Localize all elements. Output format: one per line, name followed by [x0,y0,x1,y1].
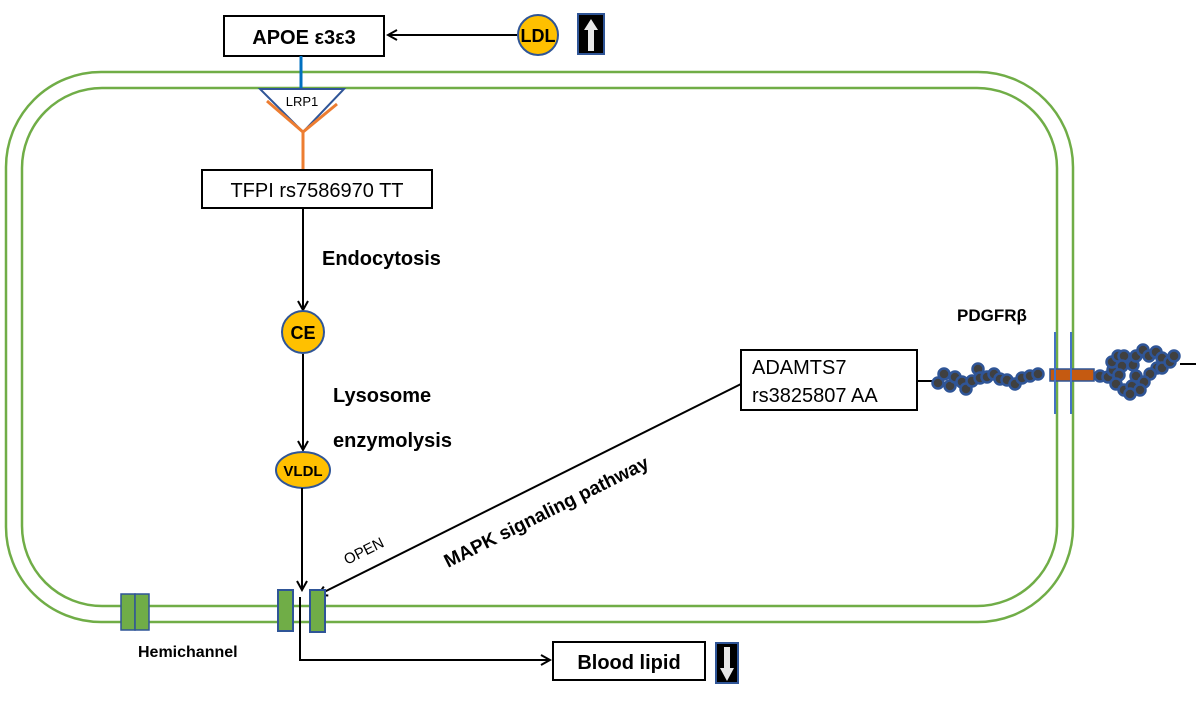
ce-label: CE [290,323,315,343]
lysosome-label: Lysosome [333,385,431,407]
adamts7-label: ADAMTS7 [752,357,846,379]
apoe-node: APOE ε3ε3 [223,15,385,57]
lrp1-receptor: LRP1 [257,88,347,170]
blood-lipid-label: Blood lipid [577,652,680,674]
tfpi-node: TFPI rs7586970 TT [201,169,433,209]
hemichannel-to-blood-lipid-arrow [299,597,550,660]
mapk-arrow [318,383,742,595]
enzymolysis-label: enzymolysis [333,430,452,452]
ce-node: CE [281,310,325,354]
membrane-inner [20,86,1059,608]
tfpi-label: TFPI rs7586970 TT [230,180,403,202]
hemichannel-label: Hemichannel [138,644,238,661]
lrp1-label: LRP1 [286,94,319,109]
adamts7-node: ADAMTS7 rs3825807 AA [740,349,918,411]
pdgfrb-bead [1167,349,1181,363]
endocytosis-label: Endocytosis [322,248,441,270]
pdgfrb-bead [1031,367,1045,381]
pdgfrb-bead [1123,387,1137,401]
mapk-label: MAPK signaling pathway [441,453,653,573]
adamts7-snp-label: rs3825807 AA [752,385,878,407]
vldl-node: VLDL [275,451,331,489]
cell-membrane [4,70,1075,624]
blood-lipid-node: Blood lipid [552,641,706,681]
pdgfrb-label: PDGFRβ [957,306,1027,325]
pdgfrb-receptor: PDGFRβ [917,306,1196,414]
ldl-label: LDL [521,26,556,46]
ldl-node: LDL [517,14,559,56]
down-arrow-icon [715,642,739,684]
apoe-label: APOE ε3ε3 [252,27,355,49]
membrane-outer [4,70,1075,624]
up-arrow-icon [577,13,605,55]
pdgfrb-beads [931,343,1181,401]
pdgfrb-bead [931,376,945,390]
hemichannel-open [277,589,326,633]
vldl-label: VLDL [283,463,322,480]
hemichannel-left [120,593,150,631]
pdgfrb-bead [937,367,951,381]
